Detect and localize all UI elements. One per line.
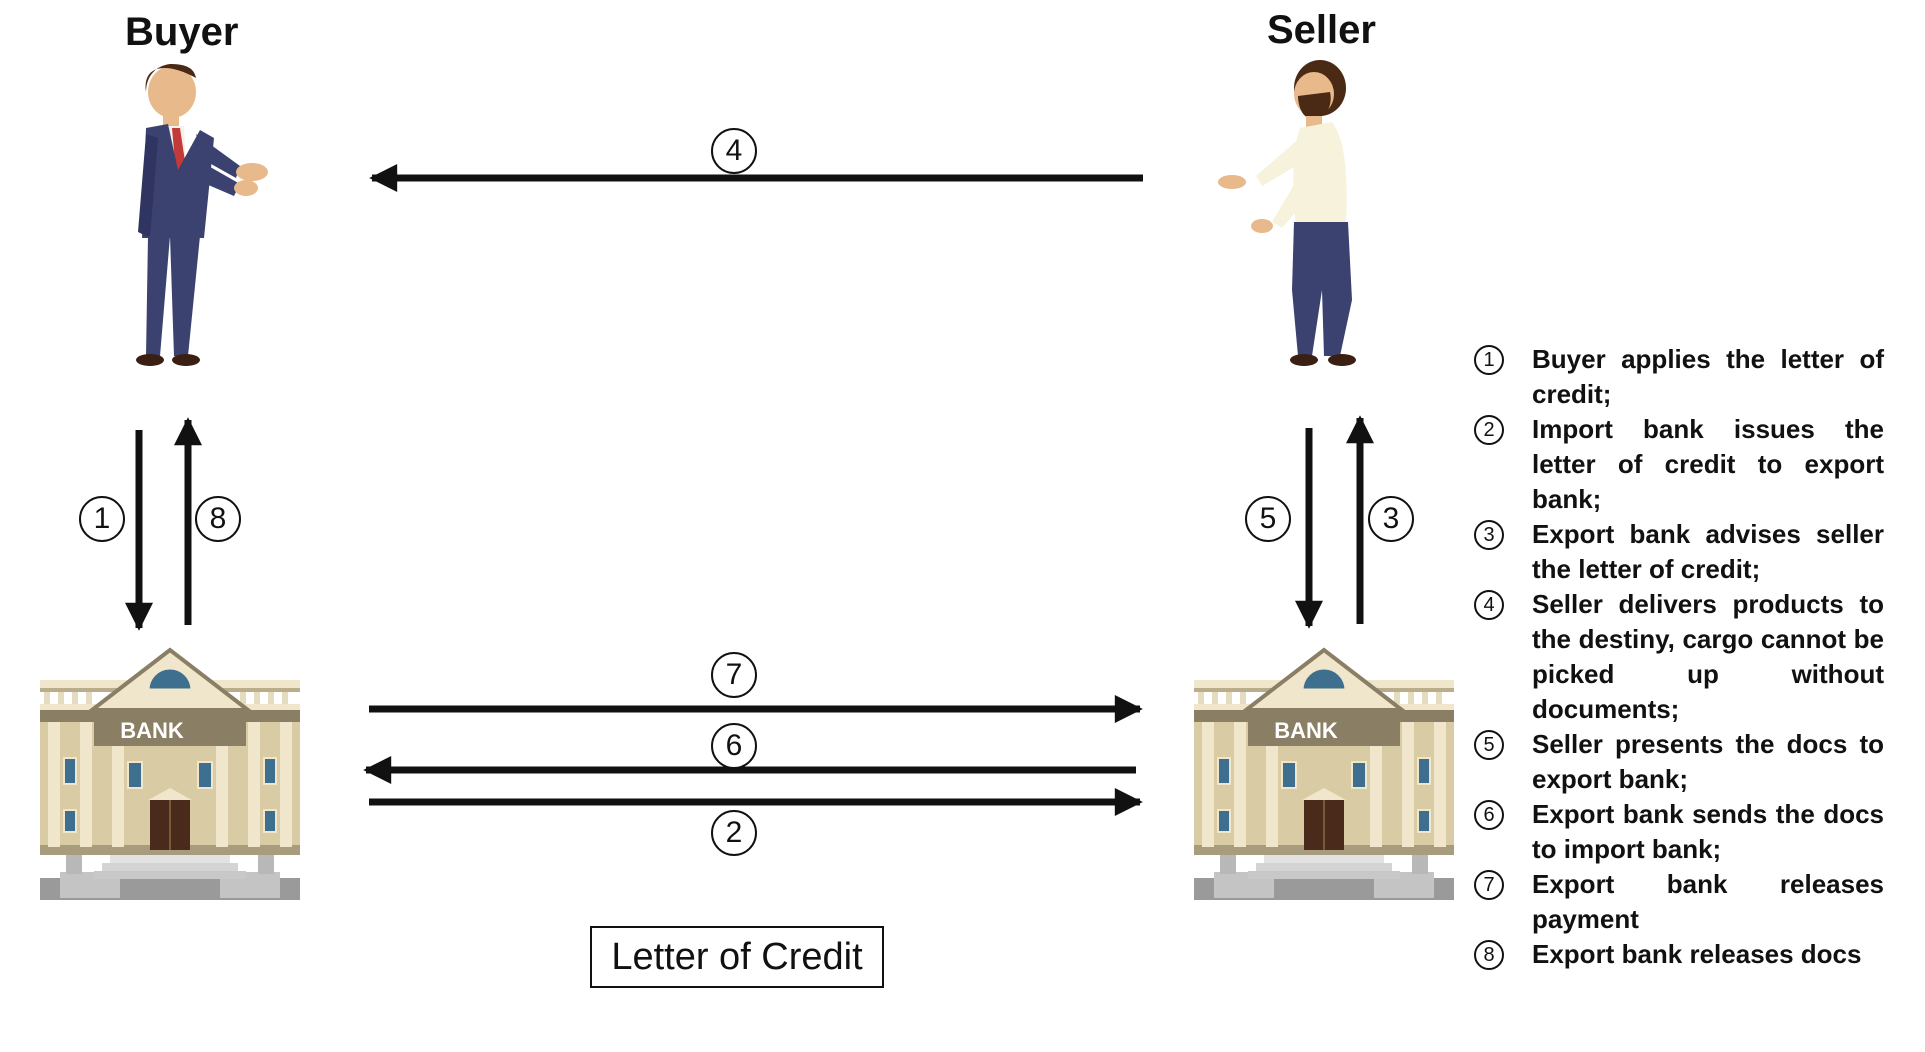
legend-number: 8: [1474, 940, 1504, 970]
legend-number: 4: [1474, 590, 1504, 620]
legend-item: 2 Import bank issues the letter of credi…: [1474, 412, 1894, 517]
legend-text: Seller presents the docs to export bank;: [1532, 729, 1884, 794]
legend-number: 2: [1474, 415, 1504, 445]
step-number-1: 1: [79, 496, 125, 542]
buyer-figure-icon: [136, 64, 268, 366]
steps-legend: 1 Buyer applies the letter of credit; 2 …: [1474, 342, 1894, 972]
legend-item: 3 Export bank advises seller the letter …: [1474, 517, 1894, 587]
legend-number: 6: [1474, 800, 1504, 830]
export-bank-building-icon: BANK: [1192, 648, 1456, 902]
legend-number: 1: [1474, 345, 1504, 375]
legend-item: 5 Seller presents the docs to export ban…: [1474, 727, 1894, 797]
seller-figure-icon: [1218, 60, 1356, 366]
legend-text: Export bank releases payment: [1532, 869, 1884, 934]
legend-text: Buyer applies the letter of credit;: [1532, 344, 1884, 409]
export-bank-sign: BANK: [1274, 718, 1338, 743]
step-number-8: 8: [195, 496, 241, 542]
step-number-5: 5: [1245, 496, 1291, 542]
diagram-title: Letter of Credit: [590, 926, 884, 988]
legend-item: 4 Seller delivers products to the destin…: [1474, 587, 1894, 727]
legend-item: 6 Export bank sends the docs to import b…: [1474, 797, 1894, 867]
legend-number: 3: [1474, 520, 1504, 550]
step-number-6: 6: [711, 723, 757, 769]
legend-text: Seller delivers products to the destiny,…: [1532, 589, 1884, 724]
legend-item: 7 Export bank releases payment: [1474, 867, 1894, 937]
legend-text: Export bank sends the docs to import ban…: [1532, 799, 1884, 864]
step-number-2: 2: [711, 810, 757, 856]
legend-number: 7: [1474, 870, 1504, 900]
legend-item: 8 Export bank releases docs: [1474, 937, 1894, 972]
step-number-7: 7: [711, 652, 757, 698]
import-bank-building-icon: BANK: [38, 648, 302, 902]
legend-text: Export bank advises seller the letter of…: [1532, 519, 1884, 584]
step-number-4: 4: [711, 128, 757, 174]
legend-text: Import bank issues the letter of credit …: [1532, 414, 1884, 514]
buyer-label: Buyer: [125, 10, 239, 54]
seller-label: Seller: [1267, 8, 1376, 52]
step-number-3: 3: [1368, 496, 1414, 542]
legend-text: Export bank releases docs: [1532, 939, 1862, 969]
import-bank-sign: BANK: [120, 718, 184, 743]
legend-number: 5: [1474, 730, 1504, 760]
legend-item: 1 Buyer applies the letter of credit;: [1474, 342, 1894, 412]
